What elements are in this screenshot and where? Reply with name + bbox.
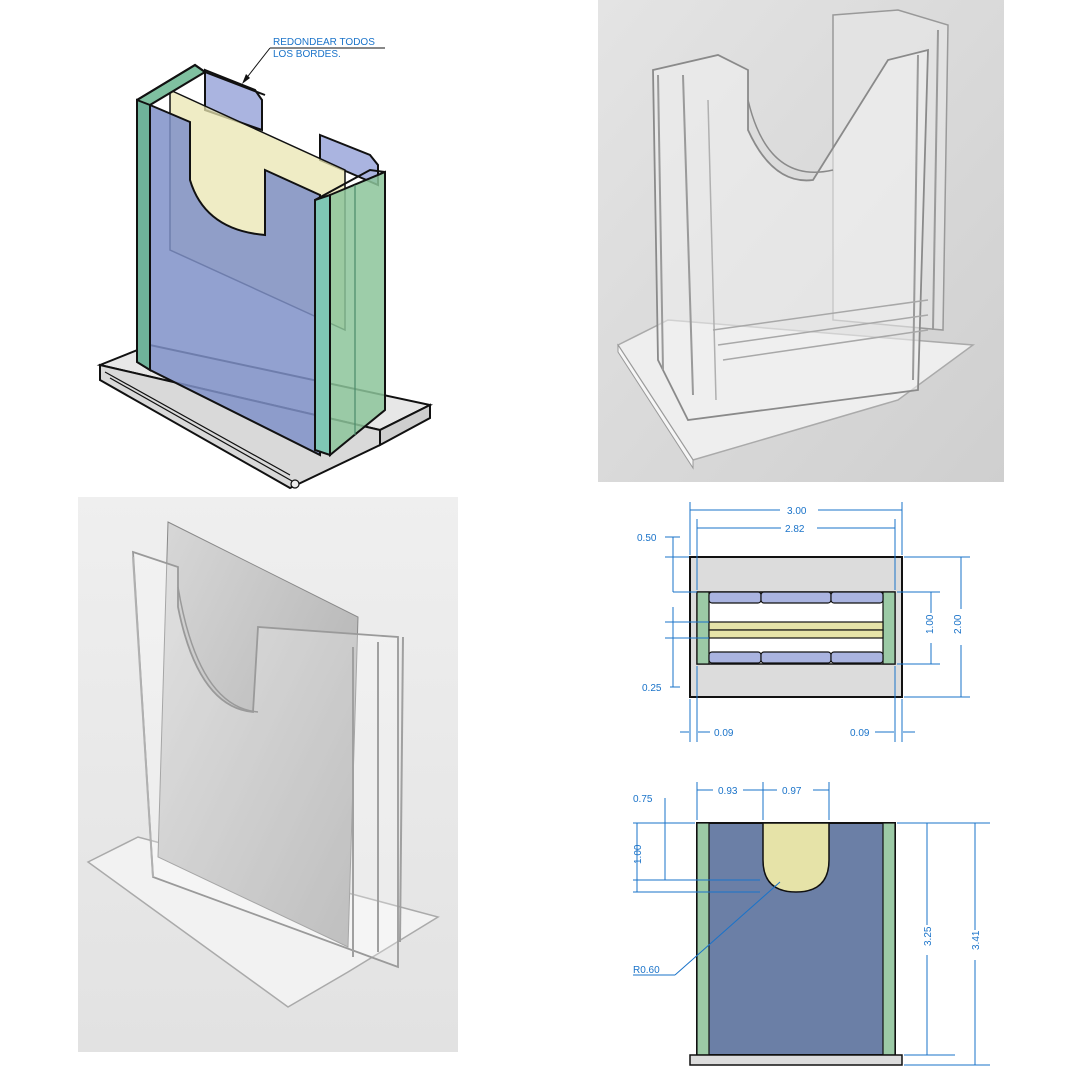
dim-panel-height: 3.25 bbox=[923, 926, 934, 946]
acrylic-edge-left2 bbox=[682, 74, 694, 396]
slot-bar-bot-2 bbox=[760, 651, 832, 664]
acrylic-rail-2 bbox=[717, 314, 929, 346]
dim-inner-width: 2.82 bbox=[785, 524, 805, 535]
dim-notch-width: 0.97 bbox=[782, 786, 802, 797]
left-wall bbox=[696, 591, 710, 665]
photo-holder-with-card bbox=[78, 497, 458, 1052]
slot-bar-top-2 bbox=[760, 591, 832, 604]
top-rim-right bbox=[314, 168, 386, 201]
front-view-svg: 0.93 0.97 0.75 1.00 R0.60 3.25 3.41 bbox=[633, 782, 990, 1066]
note-arrowhead bbox=[242, 74, 250, 84]
note-leader bbox=[244, 47, 271, 81]
acrylic-rail-3 bbox=[722, 329, 929, 361]
acrylic-edge-left bbox=[657, 74, 664, 371]
right-edge-side bbox=[329, 170, 386, 458]
dim-total-height: 3.41 bbox=[971, 930, 982, 950]
note-text-line1: REDONDEAR TODOS bbox=[273, 37, 375, 48]
dim-radius: R0.60 bbox=[633, 965, 660, 976]
isometric-svg: REDONDEAR TODOS LOS BORDES. bbox=[96, 37, 433, 490]
acrylic-front-panel-2 bbox=[132, 550, 399, 969]
slot-bar-bot-3 bbox=[830, 651, 884, 664]
dim-top-offset: 0.75 bbox=[633, 794, 653, 805]
aluminum-card bbox=[157, 521, 359, 948]
photo-empty-svg bbox=[598, 0, 1004, 482]
right-edge-front bbox=[314, 193, 331, 457]
photo-card-svg bbox=[78, 497, 458, 1052]
dim-right-wall: 0.09 bbox=[850, 728, 870, 739]
dim-left-offset: 0.93 bbox=[718, 786, 738, 797]
dim-slot-gap: 0.25 bbox=[642, 683, 662, 694]
slot-yellow-1 bbox=[708, 621, 884, 631]
base-groove-line-2 bbox=[109, 377, 293, 482]
top-view-svg: 3.00 2.82 0.50 0.25 1.00 2.00 0.09 0.09 bbox=[637, 502, 970, 742]
right-wall bbox=[882, 591, 896, 665]
acrylic-edge-r3 bbox=[399, 636, 404, 943]
acrylic-edge-right2 bbox=[932, 29, 939, 331]
front-right-edge bbox=[882, 822, 896, 1056]
dim-notch-depth: 1.00 bbox=[633, 844, 644, 864]
acrylic-base-2 bbox=[86, 836, 440, 1008]
acrylic-rail-1 bbox=[712, 299, 929, 331]
top-view-drawing: 3.00 2.82 0.50 0.25 1.00 2.00 0.09 0.09 bbox=[605, 497, 1005, 747]
base-corner-hole bbox=[290, 479, 300, 489]
top-rim bbox=[136, 63, 266, 101]
front-view-drawing: 0.93 0.97 0.75 1.00 R0.60 3.25 3.41 bbox=[605, 770, 1005, 1075]
acrylic-edge-right bbox=[912, 54, 919, 381]
acrylic-base-edge bbox=[617, 343, 694, 470]
slot-bar-top-3 bbox=[830, 591, 884, 604]
dim-left-wall: 0.09 bbox=[714, 728, 734, 739]
front-view-dim-lines bbox=[633, 782, 990, 1066]
slot-bar-top-1 bbox=[708, 591, 762, 604]
slot-bar-bot-1 bbox=[708, 651, 762, 664]
dim-wall-offset: 0.50 bbox=[637, 533, 657, 544]
dim-overall-width: 3.00 bbox=[787, 506, 807, 517]
left-edge-face bbox=[136, 98, 151, 372]
front-base bbox=[689, 1054, 903, 1066]
top-view-dim-lines bbox=[665, 502, 970, 742]
acrylic-notch-2 bbox=[177, 586, 259, 713]
base-plate-right bbox=[379, 403, 431, 447]
dim-depth: 2.00 bbox=[953, 614, 964, 634]
photo-empty-holder bbox=[598, 0, 1004, 482]
front-notch bbox=[762, 822, 830, 893]
slot-yellow-2 bbox=[708, 629, 884, 639]
front-left-edge bbox=[696, 822, 710, 1056]
acrylic-edge-mid bbox=[707, 99, 717, 401]
isometric-drawing: REDONDEAR TODOS LOS BORDES. bbox=[0, 0, 540, 495]
note-text-line2: LOS BORDES. bbox=[273, 49, 341, 60]
acrylic-edge-l bbox=[132, 556, 154, 878]
dim-slot-span: 1.00 bbox=[925, 614, 936, 634]
acrylic-notch-curve bbox=[747, 99, 834, 173]
acrylic-front-panel bbox=[652, 48, 929, 421]
front-blue-panel bbox=[149, 103, 321, 457]
base-groove-line bbox=[104, 371, 291, 476]
